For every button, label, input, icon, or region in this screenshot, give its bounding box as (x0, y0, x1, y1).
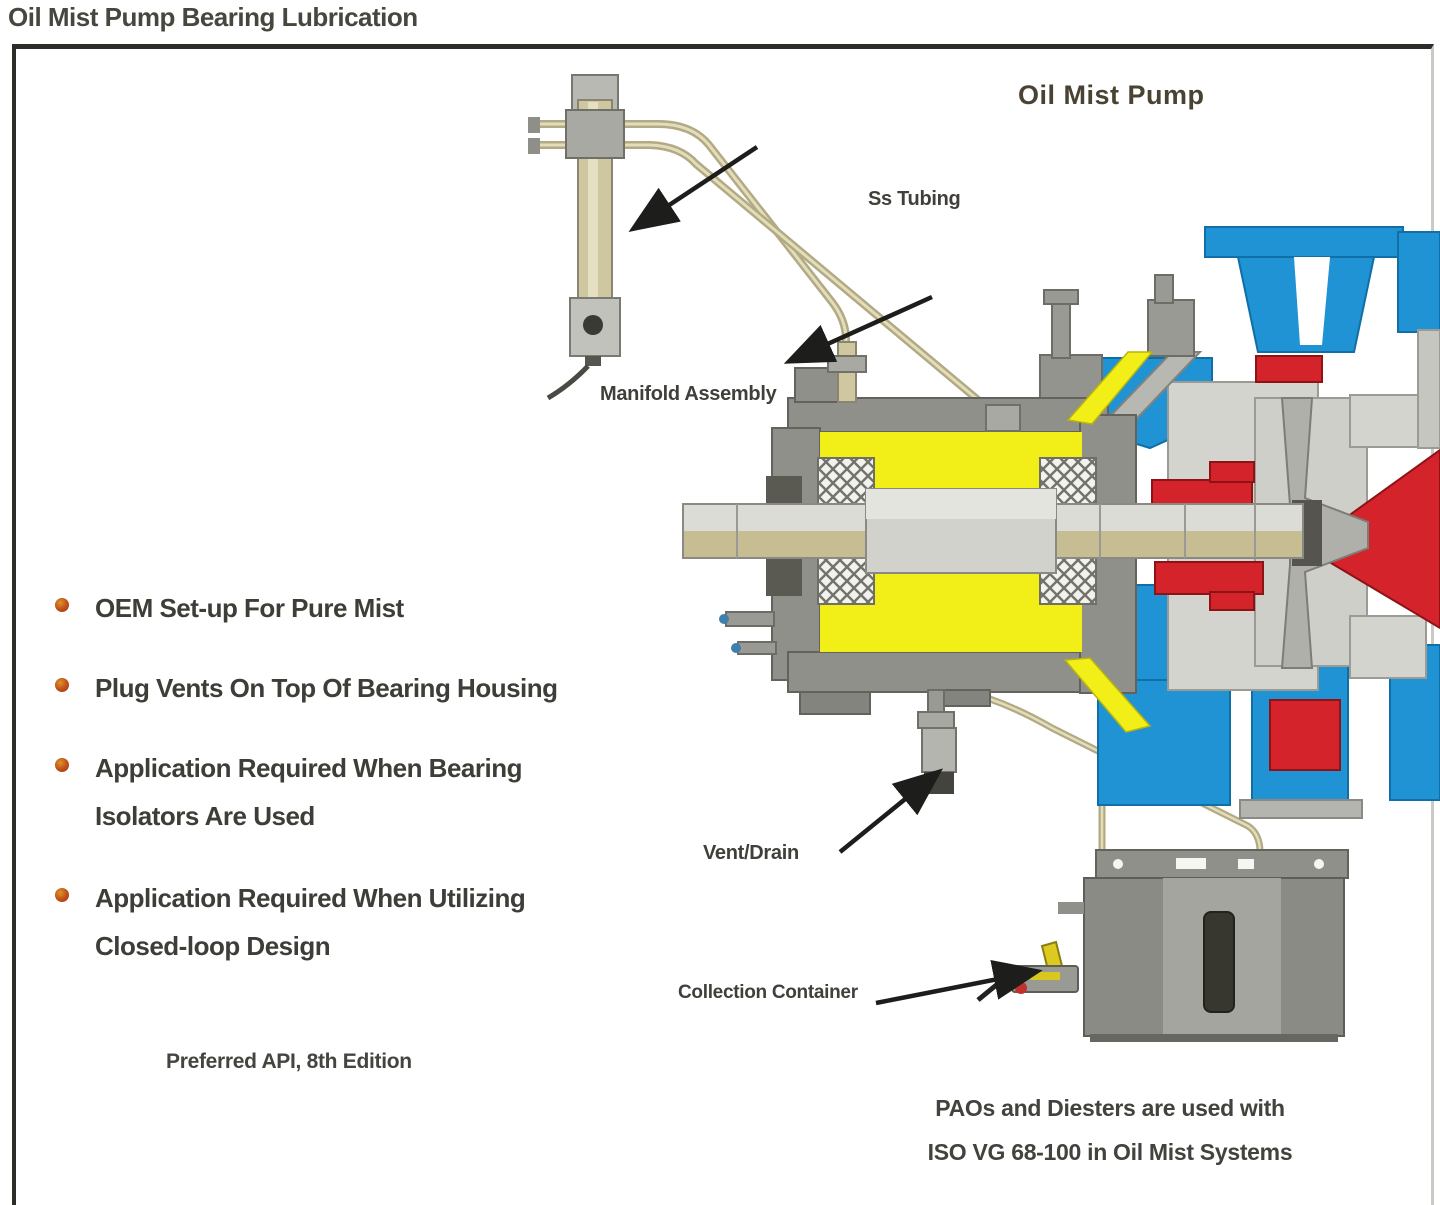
oil-spec-note-line2: ISO VG 68-100 in Oil Mist Systems (927, 1139, 1293, 1165)
oil-mist-fittings (827, 341, 1021, 432)
manifold-assembly-label: Manifold Assembly (600, 383, 777, 405)
bullet-text-line: OEM Set-up For Pure Mist (95, 593, 404, 623)
pump-shaft (682, 476, 1304, 596)
ss-tubing-label: Ss Tubing (868, 188, 961, 210)
collection-container-graphic (1058, 849, 1349, 1042)
bullet-text-line: Application Required When Bearing (95, 753, 522, 783)
bullet-item: Application Required When Utilizing Clos… (55, 874, 526, 970)
bullet-item: OEM Set-up For Pure Mist (55, 584, 404, 632)
bullet-dot (55, 758, 69, 772)
collection-container-label: Collection Container (678, 982, 858, 1003)
bullet-item: Plug Vents On Top Of Bearing Housing (55, 664, 558, 712)
oil-spec-note: PAOs and Diesters are used with ISO VG 6… (915, 1086, 1305, 1174)
leader-arrows (628, 145, 1043, 1006)
api-footnote: Preferred API, 8th Edition (166, 1050, 412, 1073)
vent-drain-label: Vent/Drain (703, 842, 799, 864)
bullet-dot (55, 678, 69, 692)
bullet-dot (55, 888, 69, 902)
oil-spec-note-line1: PAOs and Diesters are used with (935, 1095, 1285, 1121)
bullet-dot (55, 598, 69, 612)
bullet-text-line: Application Required When Utilizing (95, 883, 526, 913)
bullet-item: Application Required When Bearing Isolat… (55, 744, 522, 840)
bullet-text-line: Plug Vents On Top Of Bearing Housing (95, 673, 558, 703)
page-title: Oil Mist Pump Bearing Lubrication (8, 2, 418, 32)
bullet-text-line: Closed-loop Design (95, 931, 331, 961)
bullet-text-line: Isolators Are Used (95, 801, 315, 831)
seal-red-parts (1151, 355, 1440, 771)
oil-mist-pump-heading: Oil Mist Pump (1018, 80, 1205, 110)
manifold-assembly-graphic (528, 74, 625, 401)
